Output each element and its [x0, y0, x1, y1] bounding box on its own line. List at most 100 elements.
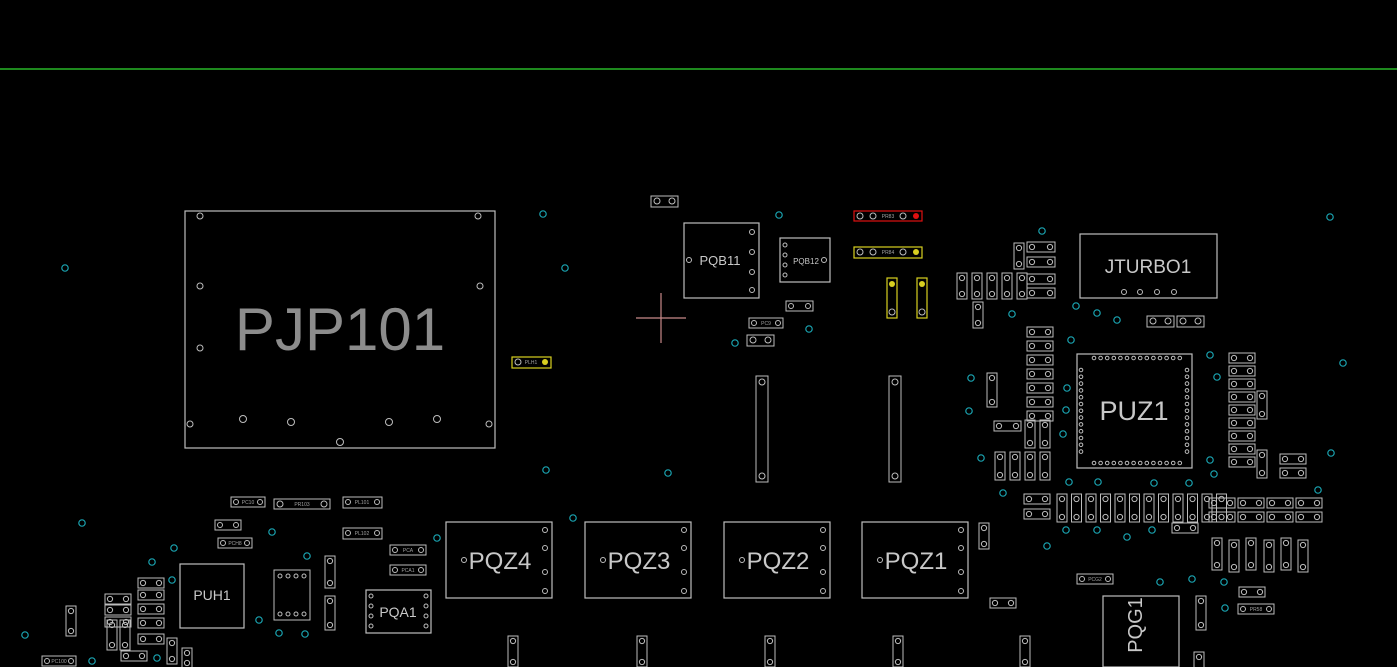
component-pc8[interactable]	[785, 300, 814, 312]
component-pair-near-pc9[interactable]	[746, 334, 775, 347]
small-part	[1001, 272, 1013, 300]
component-cluster-below[interactable]	[1023, 493, 1323, 631]
pqb11-label: PQB11	[700, 253, 741, 268]
via	[1123, 533, 1131, 541]
puz1-pin	[1131, 460, 1136, 466]
component-pqz2[interactable]: PQZ2	[723, 521, 831, 599]
component-pjp101[interactable]: PJP101	[184, 210, 496, 449]
via	[664, 469, 672, 477]
puz1-label: PUZ1	[1099, 396, 1168, 426]
small-part	[120, 650, 148, 662]
small-part	[106, 619, 118, 651]
pch8-label: PCH8	[228, 541, 242, 547]
via	[1148, 526, 1156, 534]
small-part	[1295, 497, 1323, 509]
component-pca[interactable]: PCA	[389, 544, 427, 556]
small-part	[972, 301, 984, 329]
component-pc10[interactable]: PC10	[230, 496, 266, 508]
via	[1210, 470, 1218, 478]
small-part	[1228, 352, 1256, 364]
component-pr103[interactable]: PR103	[273, 498, 331, 510]
small-part	[1228, 365, 1256, 377]
small-part	[1193, 651, 1205, 667]
component-pl101[interactable]: PL101	[342, 496, 383, 509]
component-pcg2[interactable]: PCG2	[1076, 573, 1114, 585]
pqa1-label: PQA1	[379, 604, 417, 620]
pr103-label: PR103	[294, 502, 310, 508]
component-cluster-left[interactable]	[956, 241, 1056, 550]
component-pcz47[interactable]	[888, 375, 902, 483]
puz1-pin	[1104, 460, 1110, 466]
via	[1094, 478, 1102, 486]
puz1-pin	[1170, 355, 1176, 361]
small-part	[1114, 493, 1126, 523]
component-plh1[interactable]: PLH1	[511, 356, 552, 369]
small-part	[986, 272, 998, 300]
via	[1062, 526, 1070, 534]
puz1-pins	[1078, 355, 1190, 466]
component-pca1[interactable]: PCA1	[389, 564, 427, 576]
via	[1206, 456, 1214, 464]
small-part	[1024, 419, 1036, 449]
component-pqa1[interactable]: PQA1	[365, 589, 432, 634]
small-part	[1026, 256, 1056, 268]
small-part	[892, 635, 904, 667]
component-pqz4[interactable]: PQZ4	[445, 521, 553, 599]
component-top-pair[interactable]	[650, 195, 679, 208]
puz1-pin	[1184, 435, 1190, 441]
puz1-pin	[1131, 355, 1136, 361]
component-pr84[interactable]: PR84	[853, 246, 923, 259]
puz1-pin	[1078, 388, 1084, 393]
small-part	[1026, 354, 1054, 366]
component-pqg1[interactable]: PQG1	[1102, 595, 1180, 667]
pr83-label: PR83	[882, 214, 895, 220]
via	[1063, 384, 1071, 392]
puz1-pin	[1184, 408, 1190, 414]
component-puz1[interactable]: PUZ1	[1076, 353, 1193, 469]
small-part	[1266, 511, 1294, 523]
component-cluster-right[interactable]	[1228, 352, 1307, 479]
small-part	[971, 272, 983, 300]
component-small-pch[interactable]	[214, 519, 242, 531]
component-pqb11[interactable]: PQB11	[683, 222, 760, 299]
via	[61, 264, 69, 272]
misc-small-parts[interactable]	[65, 555, 1205, 667]
component-pc100[interactable]: PC100	[41, 655, 77, 667]
pcg2-label: PCG2	[1088, 577, 1102, 583]
small-part	[1245, 537, 1257, 571]
component-pqz1[interactable]: PQZ1	[861, 521, 969, 599]
component-pc85[interactable]	[755, 375, 769, 483]
component-pc9[interactable]: PC9	[748, 317, 784, 329]
small-part	[181, 647, 193, 667]
small-part	[1263, 539, 1275, 573]
small-part	[1228, 404, 1256, 416]
puz1-pin	[1078, 449, 1084, 454]
puz1-pin	[1184, 442, 1190, 448]
component-pr58[interactable]: PR58	[1237, 603, 1275, 615]
pqg1-label: PQG1	[1125, 597, 1147, 653]
component-yellow-vertical-1[interactable]	[886, 277, 898, 319]
puz1-pin	[1177, 460, 1183, 466]
component-jturbo1[interactable]: JTURBO1	[1079, 233, 1218, 299]
small-part	[1013, 242, 1025, 270]
pjp101-label: PJP101	[235, 296, 445, 363]
component-pr83[interactable]: PR83	[853, 210, 923, 222]
component-pu-box	[273, 569, 311, 621]
puz1-pin	[1078, 408, 1084, 414]
via	[21, 631, 29, 639]
component-pch8[interactable]: PCH8	[217, 537, 253, 549]
puh1-label: PUH1	[193, 587, 231, 603]
puz1-pin	[1118, 355, 1123, 361]
component-pqb12[interactable]: PQB12	[779, 237, 831, 283]
component-jturbo-pads[interactable]	[1146, 315, 1205, 328]
puz1-pin	[1184, 428, 1190, 434]
puz1-pin	[1111, 355, 1117, 361]
component-yellow-vertical-2[interactable]	[916, 277, 928, 319]
puz1-pin	[1137, 355, 1143, 361]
component-puh1[interactable]: PUH1	[179, 563, 245, 629]
component-pl102[interactable]: PL102	[342, 527, 383, 540]
small-part	[1026, 382, 1054, 394]
component-pqz3[interactable]: PQZ3	[584, 521, 692, 599]
